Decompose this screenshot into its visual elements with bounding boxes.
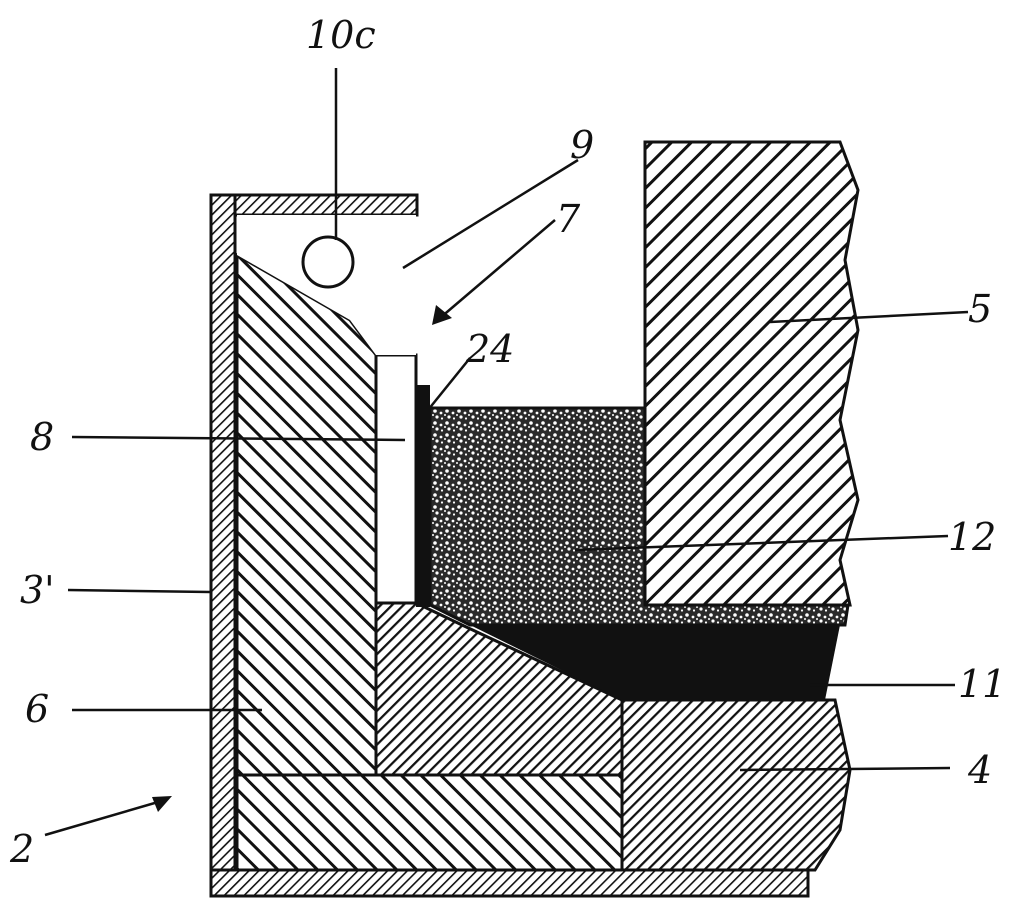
leader-24 <box>427 357 471 411</box>
leader-3 <box>67 588 211 594</box>
shell-left <box>209 193 237 897</box>
label-7: 7 <box>556 197 581 241</box>
leader-9 <box>402 158 579 270</box>
label-11: 11 <box>958 662 1006 706</box>
leader-4 <box>739 766 951 772</box>
channel-8 <box>374 353 418 605</box>
label-8: 8 <box>30 415 54 459</box>
anode-block-5 <box>643 140 860 607</box>
seal-24 <box>416 385 430 607</box>
bottom-lining <box>235 773 624 872</box>
label-5: 5 <box>968 287 992 331</box>
shell-top <box>209 193 419 217</box>
metal-layer-11 <box>470 625 840 700</box>
shell-bottom <box>209 868 810 898</box>
leader-7 <box>439 219 556 319</box>
label-3: 3' <box>20 568 55 612</box>
arrow-7 <box>432 305 452 325</box>
leader-8 <box>71 435 406 442</box>
label-9: 9 <box>570 123 594 167</box>
cathode-block-4 <box>620 698 852 872</box>
label-6: 6 <box>25 687 49 731</box>
leader-12 <box>574 534 949 552</box>
label-10c: 10c <box>306 13 376 57</box>
arrow-2 <box>152 796 172 812</box>
label-2: 2 <box>9 827 34 871</box>
label-4: 4 <box>967 748 992 792</box>
leader-5 <box>769 310 969 324</box>
leader-2 <box>44 798 166 837</box>
side-lining-6 <box>235 252 378 777</box>
label-24: 24 <box>465 327 514 371</box>
tube-10c <box>301 235 355 289</box>
label-12: 12 <box>948 515 996 559</box>
